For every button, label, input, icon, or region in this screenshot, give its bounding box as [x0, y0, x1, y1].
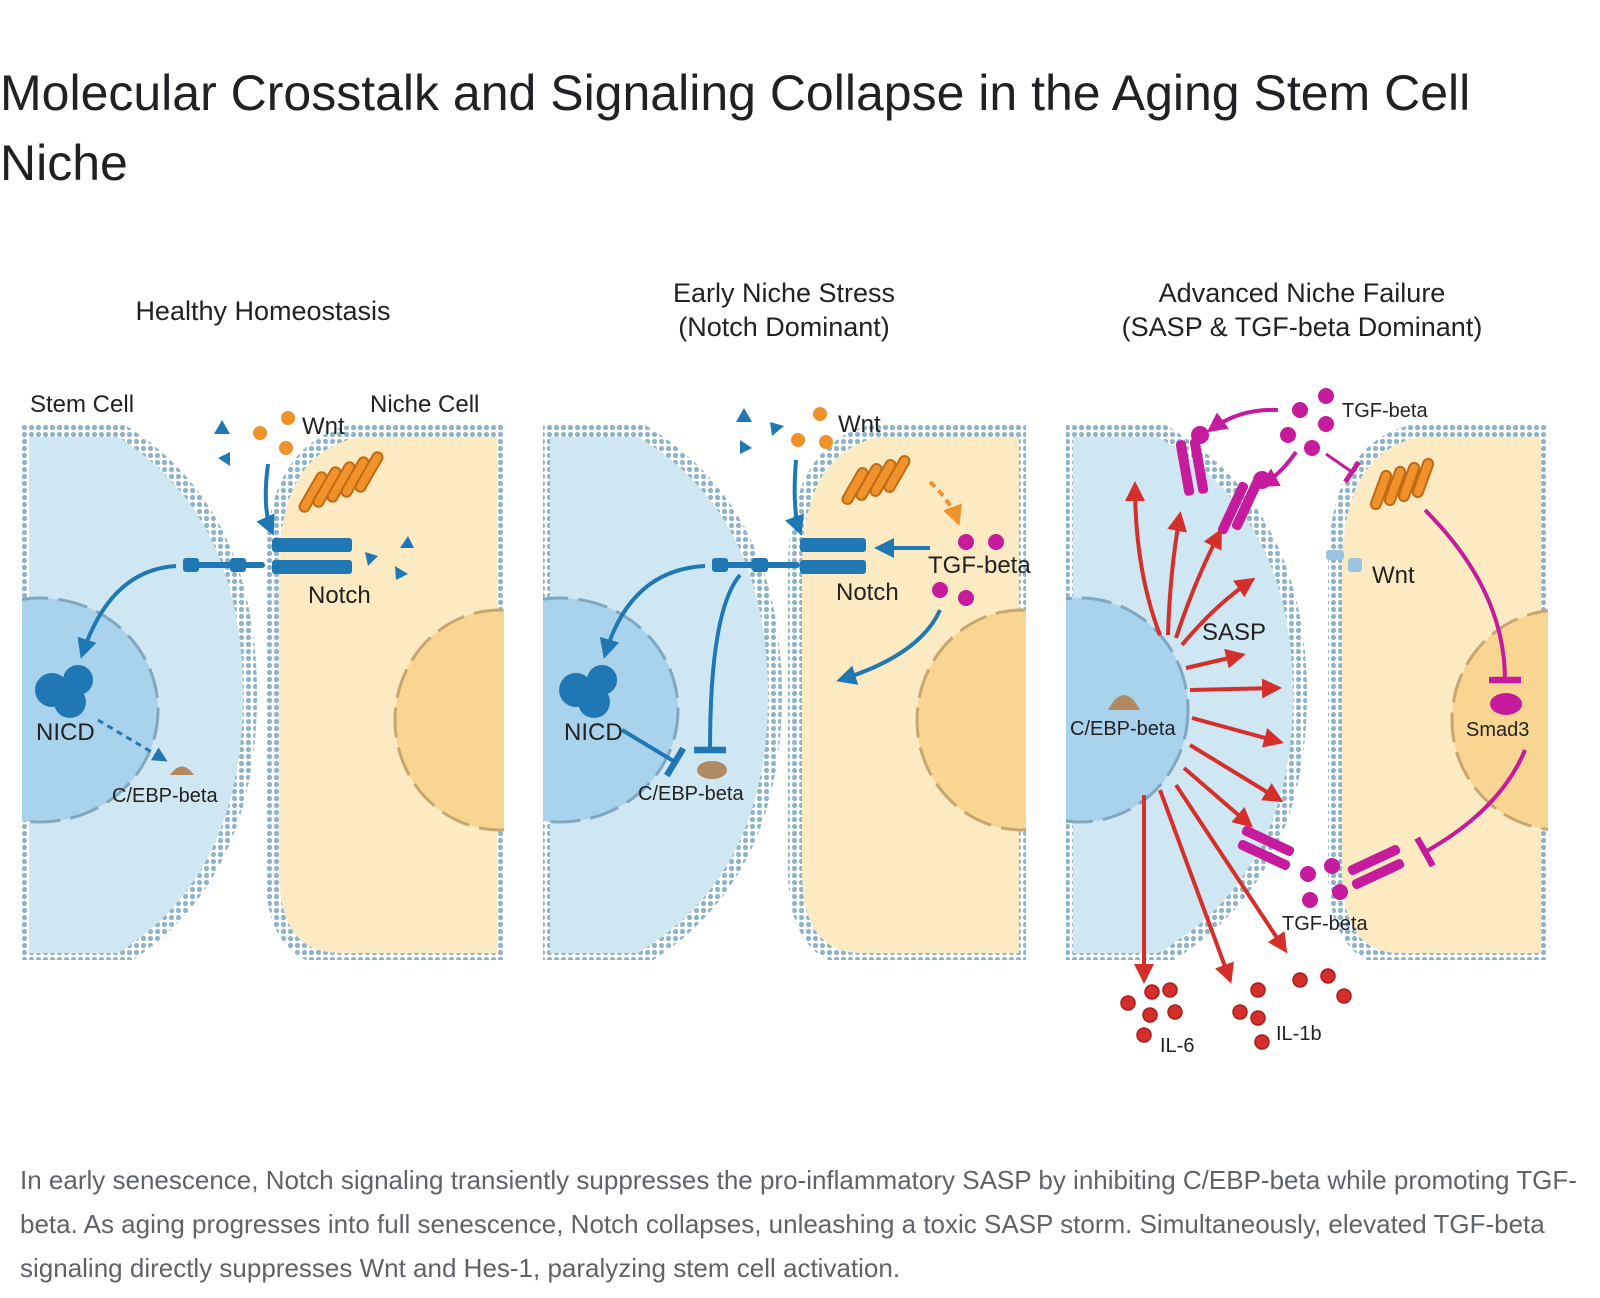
tgf-ligand-dot — [958, 534, 974, 550]
tgf-feedback-arrow — [836, 609, 942, 685]
panel-title-line2: (SASP & TGF-beta Dominant) — [1122, 312, 1483, 342]
stem-nucleus — [543, 596, 680, 824]
cebp-label: C/EBP-beta — [112, 785, 218, 807]
figure-caption: In early senescence, Notch signaling tra… — [20, 1165, 1577, 1283]
wnt-inhibits-smad3 — [1423, 508, 1522, 684]
cebp-protein — [170, 766, 194, 775]
wnt-ligand-dot — [813, 407, 827, 421]
tgf-receptor — [1237, 825, 1295, 871]
wnt-receptor — [1369, 457, 1435, 511]
notch-label: Notch — [308, 582, 371, 609]
tgf-ligand-dot — [1318, 388, 1334, 404]
wnt-receptor — [841, 455, 911, 505]
nicd-complex — [559, 665, 617, 718]
wnt-ligand-dot — [253, 426, 267, 440]
niche-cell-label: Niche Cell — [370, 391, 479, 418]
tgf-ligand-dot — [1280, 427, 1296, 443]
panel-title-line2: (Notch Dominant) — [678, 312, 890, 342]
tgf-ligand-dot — [1302, 892, 1318, 908]
tgf-ligand-dot — [1292, 402, 1308, 418]
smad3-to-receptor — [1414, 749, 1527, 868]
wnt-label: Wnt — [1372, 562, 1415, 589]
tgf-label-bottom: TGF-beta — [1282, 913, 1368, 935]
tgf-label: TGF-beta — [928, 552, 1031, 579]
tgf-label-top: TGF-beta — [1342, 400, 1428, 422]
tgf-ligand-dot — [1332, 884, 1348, 900]
cebp-label: C/EBP-beta — [1070, 718, 1176, 740]
notch-receptor — [712, 538, 866, 574]
niche-cell-body — [1328, 425, 1548, 960]
stem-cell-label: Stem Cell — [30, 391, 134, 418]
smad3-protein — [1490, 693, 1522, 715]
nicd-label: NICD — [564, 719, 623, 746]
notch-ligand-triangle — [395, 566, 408, 580]
tgf-inhibits-wnt — [1325, 452, 1361, 484]
wnt-ligand-dot — [281, 411, 295, 425]
page-title: Molecular Crosstalk and Signaling Collap… — [0, 65, 1471, 191]
stem-nucleus — [22, 596, 160, 824]
wnt-ligand-dot — [819, 435, 833, 449]
wnt-ligand-triangle — [740, 440, 752, 454]
wnt-to-tgf-arrow — [928, 480, 962, 526]
tgf-ligand-dot — [1324, 858, 1340, 874]
il1b-cluster — [1232, 968, 1352, 1050]
broken-notch-fragment — [1326, 550, 1344, 560]
nicd-inhibits-cebp — [620, 728, 687, 778]
niche-nucleus — [1450, 609, 1548, 831]
wnt-ligand-dot — [791, 433, 805, 447]
tgf-receptor — [1217, 471, 1271, 535]
sasp-arrows — [1125, 481, 1288, 984]
notch-receptor — [183, 538, 352, 574]
broken-notch-fragment — [1348, 558, 1362, 572]
il6-cluster — [1120, 982, 1183, 1043]
wnt-label: Wnt — [302, 413, 345, 440]
wnt-receptor — [298, 451, 384, 513]
niche-nucleus — [915, 608, 1026, 832]
panel-healthy-homeostasis: Healthy Homeostasis Stem Cell Niche Cell… — [22, 296, 504, 960]
sasp-label: SASP — [1202, 619, 1266, 646]
notch-inhibits-cebp — [693, 573, 742, 754]
tgf-to-receptor-arrow — [1206, 407, 1279, 433]
panel-title-line1: Early Niche Stress — [673, 278, 895, 308]
il1b-label: IL-1b — [1276, 1023, 1322, 1045]
tgf-ligand-dot — [1300, 866, 1316, 882]
pathway-diagram: Healthy Homeostasis Stem Cell Niche Cell… — [0, 270, 1600, 1100]
tgf-receptor — [1347, 844, 1405, 890]
panel-early-niche-stress: Early Niche Stress (Notch Dominant) Wnt — [543, 278, 1031, 960]
wnt-ligand-triangle — [770, 422, 784, 436]
notch-ligand-triangle — [365, 552, 378, 566]
niche-nucleus — [393, 608, 504, 832]
tgf-ligand-dot — [958, 590, 974, 606]
wnt-ligand-triangle — [214, 420, 230, 434]
tgf-ligand-dot — [932, 582, 948, 598]
notch-ligand-triangle — [400, 536, 414, 548]
il6-label: IL-6 — [1160, 1035, 1194, 1057]
notch-to-nicd-arrow — [77, 564, 177, 659]
tgf-ligand-dot — [988, 534, 1004, 550]
notch-label: Notch — [836, 579, 899, 606]
wnt-to-notch-arrow — [256, 463, 275, 536]
panel-title-line1: Advanced Niche Failure — [1159, 278, 1446, 308]
nicd-to-cebp-arrow — [97, 718, 168, 762]
nicd-complex — [35, 665, 93, 718]
nicd-label: NICD — [36, 719, 95, 746]
cebp-label: C/EBP-beta — [638, 783, 744, 805]
tgf-receptor — [1175, 426, 1209, 496]
wnt-ligand-triangle — [218, 452, 230, 466]
tgf-ligand-dot — [1318, 416, 1334, 432]
wnt-ligand-triangle — [736, 408, 752, 422]
notch-to-nicd-arrow — [599, 564, 706, 659]
panel-title: Healthy Homeostasis — [135, 296, 390, 326]
wnt-ligand-dot — [279, 441, 293, 455]
tgf-ligand-dot — [1304, 440, 1320, 456]
cebp-protein — [697, 761, 727, 779]
smad3-label: Smad3 — [1466, 719, 1529, 741]
cebp-protein — [1108, 695, 1140, 710]
wnt-to-notch-arrow — [785, 459, 804, 536]
wnt-label: Wnt — [838, 411, 881, 438]
panel-advanced-niche-failure: Advanced Niche Failure (SASP & TGF-beta … — [1066, 278, 1548, 1057]
